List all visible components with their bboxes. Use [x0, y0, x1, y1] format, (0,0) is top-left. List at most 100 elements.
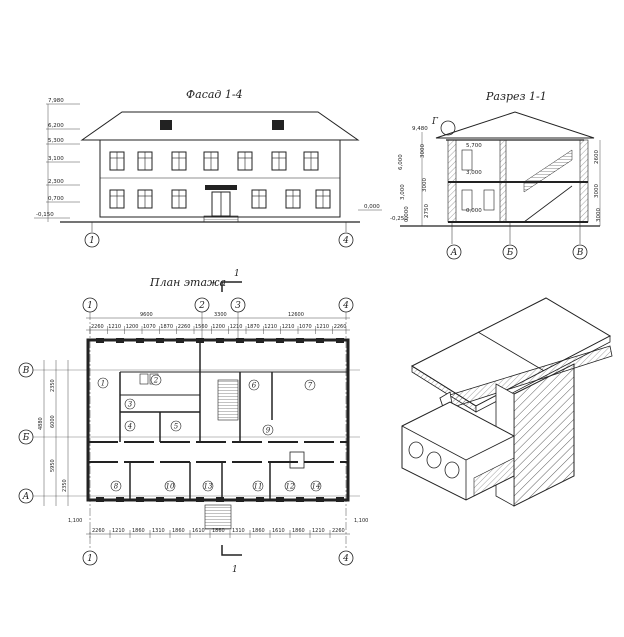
roof-eave-detail [401, 297, 613, 507]
svg-text:3: 3 [235, 301, 241, 311]
wall-pier [236, 497, 244, 502]
dim-label: 1860 [212, 528, 225, 534]
svg-text:2350: 2350 [50, 379, 56, 392]
dim-label: 2260 [92, 528, 105, 534]
svg-text:3300: 3300 [214, 312, 227, 318]
wall-pier [156, 338, 164, 343]
dim-label: 1210 [264, 324, 277, 330]
facade-axis-1 [84, 232, 100, 248]
facade-window [237, 151, 253, 171]
wall-pier [196, 497, 204, 502]
wall-pier [336, 497, 344, 502]
dim-label: 1610 [272, 528, 285, 534]
section-mark-top: 1 [234, 269, 240, 279]
svg-text:3000: 3000 [422, 178, 428, 192]
dim-label: 1070 [143, 324, 156, 330]
dim-label: 1210 [282, 324, 295, 330]
plan-title: План этажа [149, 276, 226, 289]
room-8: 8 [114, 483, 119, 491]
wall-pier [296, 497, 304, 502]
section-drawing: Разрез 1-1 Г 5,700 3,000 0,000 9,480 6,0… [390, 90, 602, 260]
dim-label: 1210 [230, 324, 243, 330]
facade-window [203, 151, 219, 171]
svg-text:2: 2 [198, 301, 205, 311]
svg-text:А: А [450, 248, 458, 258]
wall-pier [236, 338, 244, 343]
svg-text:2,300: 2,300 [48, 179, 64, 185]
plan-bottom-window-piers [96, 497, 344, 502]
svg-text:А: А [22, 492, 30, 502]
dim-label: 1870 [247, 324, 260, 330]
facade-window [315, 189, 331, 209]
facade-window [251, 189, 267, 209]
dim-label: 1210 [312, 528, 325, 534]
wall-pier [156, 497, 164, 502]
dim-label: 1310 [152, 528, 165, 534]
dim-label: 2260 [332, 528, 345, 534]
svg-text:0,000: 0,000 [364, 204, 380, 210]
detail-callout [440, 120, 456, 136]
svg-text:1,100: 1,100 [354, 518, 368, 524]
dim-label: 1860 [292, 528, 305, 534]
facade-axis-4 [338, 232, 354, 248]
facade-title: Фасад 1-4 [186, 88, 243, 101]
wall-pier [116, 338, 124, 343]
room-2: 2 [153, 377, 159, 385]
plan-axis-1-bottom [82, 550, 98, 566]
wall-pier [96, 338, 104, 343]
wall-pier [136, 497, 144, 502]
facade-window [303, 151, 319, 171]
room-5: 5 [174, 423, 179, 431]
wall-pier [176, 338, 184, 343]
svg-text:4880: 4880 [38, 417, 44, 430]
svg-text:9,480: 9,480 [412, 126, 428, 132]
wall-pier [296, 338, 304, 343]
wall-pier [136, 338, 144, 343]
svg-text:Г: Г [431, 117, 439, 127]
svg-text:5950: 5950 [50, 459, 56, 472]
dim-label: 1560 [195, 324, 208, 330]
svg-text:1: 1 [87, 554, 93, 564]
dim-label: 1860 [172, 528, 185, 534]
svg-text:Б: Б [22, 433, 30, 443]
svg-text:2600: 2600 [594, 150, 600, 164]
svg-text:3000: 3000 [594, 184, 600, 198]
wall-pier [276, 497, 284, 502]
room-12: 12 [286, 483, 295, 491]
wall-pier [316, 497, 324, 502]
section-title: Разрез 1-1 [485, 90, 547, 103]
room-7: 7 [308, 382, 313, 390]
plan-top-dims: 9600 3300 12600 [86, 312, 350, 331]
wall-pier [316, 338, 324, 343]
wall-pier [96, 497, 104, 502]
staircase [217, 379, 239, 421]
svg-text:0,000: 0,000 [404, 206, 410, 222]
svg-text:7,980: 7,980 [48, 98, 64, 104]
facade-window [171, 151, 187, 171]
wall-pier [216, 497, 224, 502]
room-14: 14 [312, 483, 321, 491]
facade-window [271, 151, 287, 171]
room-1: 1 [101, 380, 105, 388]
svg-text:6,000: 6,000 [398, 154, 404, 170]
wall-pier [256, 497, 264, 502]
svg-text:В: В [22, 366, 30, 376]
svg-text:3000: 3000 [596, 208, 602, 222]
facade-window [137, 189, 153, 209]
wall-pier [276, 338, 284, 343]
svg-text:12600: 12600 [288, 312, 304, 318]
svg-text:6000: 6000 [50, 415, 56, 428]
wall-pier [176, 497, 184, 502]
svg-text:3000: 3000 [420, 144, 426, 158]
section-axis-v [572, 244, 588, 260]
dim-label: 1210 [108, 324, 121, 330]
wall-pier [116, 497, 124, 502]
svg-text:0,700: 0,700 [48, 196, 64, 202]
facade-drawing: Фасад 1-4 7,980 6,200 5,300 3,100 2,300 [34, 88, 382, 248]
dim-label: 1200 [212, 324, 225, 330]
dim-label: 2260 [91, 324, 104, 330]
floor-plan: План этажа 1 1 2 3 4 9600 3300 12600 226… [18, 269, 368, 575]
facade-window [109, 151, 125, 171]
